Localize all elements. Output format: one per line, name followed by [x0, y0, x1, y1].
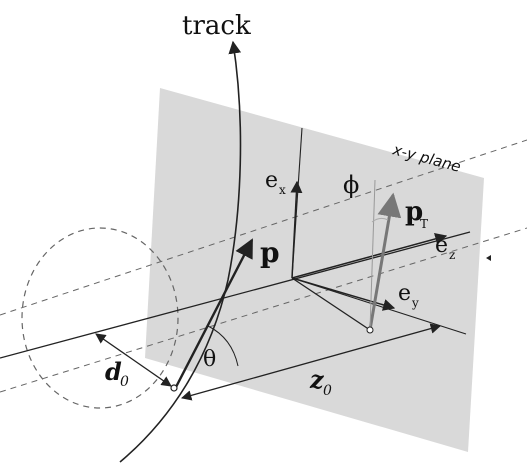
pt-projection-line [291, 277, 371, 331]
closest-approach-point [170, 384, 178, 392]
track-curve [119, 40, 242, 463]
ez-arrow [291, 233, 448, 279]
z-axis [0, 231, 471, 359]
ey-subscript: y [411, 296, 419, 310]
z0-subscript: 0 [323, 383, 332, 399]
ez-subscript: z [449, 248, 455, 262]
ez-label: e [435, 233, 448, 258]
phi-label: ϕ [343, 171, 359, 199]
ex-subscript: x [279, 183, 286, 197]
pt-subscript: T [420, 217, 428, 231]
phi-ref-line [369, 179, 376, 331]
theta-label: θ [203, 347, 216, 372]
d0-arrow [95, 333, 172, 387]
p-arrow [174, 238, 254, 388]
d0-subscript: 0 [120, 374, 129, 390]
ey-arrow [291, 277, 396, 311]
pt-label: p [405, 197, 423, 227]
xy-plane [145, 88, 484, 452]
z0-label: z [309, 365, 325, 394]
z0-arrow [180, 323, 442, 401]
dashed-upper-line [0, 139, 527, 316]
d0-label: d [105, 357, 122, 386]
pt-arrow [368, 192, 402, 331]
ex-arrow [290, 180, 303, 279]
dashed-lower-line [0, 227, 527, 393]
track-label: track [182, 11, 251, 41]
ey-label: e [398, 281, 411, 306]
ex-label: e [265, 168, 278, 193]
right-tick-mark [486, 255, 491, 261]
p-label: p [260, 236, 280, 269]
theta-arc [207, 325, 239, 367]
pt-origin-point [366, 326, 374, 334]
dashed-circle [21, 227, 179, 409]
phi-arc [371, 217, 389, 223]
